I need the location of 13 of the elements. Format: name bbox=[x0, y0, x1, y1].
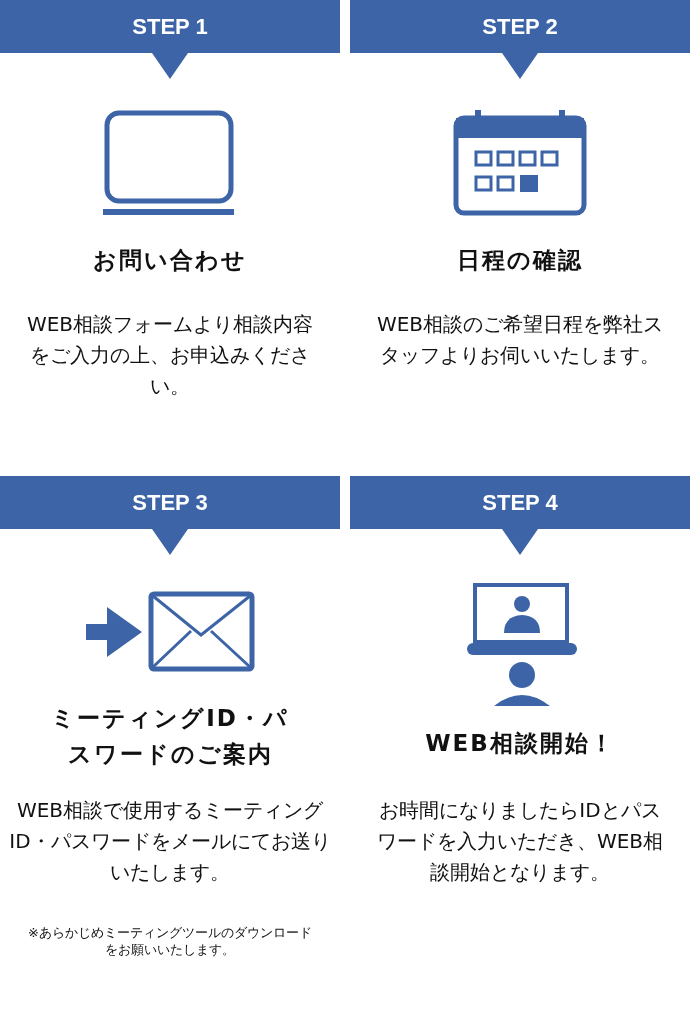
step-description: WEB相談フォームより相談内容をご入力の上、お申込みください。 bbox=[25, 311, 315, 400]
step-label: STEP 2 bbox=[481, 14, 559, 40]
step-description: WEB相談で使用するミーティングID・パスワードをメールにてお送りいたします。 bbox=[8, 797, 332, 886]
step-label: STEP 1 bbox=[131, 14, 209, 40]
step-title: 日程の確認 bbox=[456, 246, 584, 275]
footnote: ※あらかじめミーティングツールのダウンロードをお願いいたします。 bbox=[27, 924, 313, 958]
step-title: お問い合わせ bbox=[92, 246, 248, 275]
step-label: STEP 3 bbox=[131, 490, 209, 516]
step-label: STEP 4 bbox=[481, 490, 559, 516]
step-title: ミーティングID・パスワードのご案内 bbox=[50, 704, 290, 769]
step-description: お時間になりましたらIDとパスワードを入力いただき、WEB相談開始となります。 bbox=[375, 797, 665, 886]
step-description: WEB相談のご希望日程を弊社スタッフよりお伺いいたします。 bbox=[375, 311, 665, 369]
step-title: WEB相談開始！ bbox=[424, 729, 616, 758]
